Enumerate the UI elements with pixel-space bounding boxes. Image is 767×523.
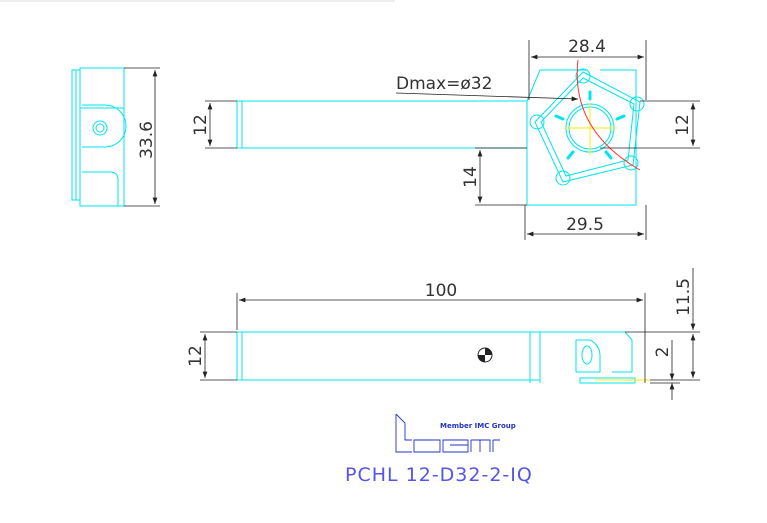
dim-front-shank: 12 (186, 345, 206, 367)
dim-shank-left: 12 (191, 114, 211, 136)
logo-tagline: Member IMC Group (440, 422, 516, 430)
front-view: 100 12 11.5 2 (186, 268, 700, 400)
part-number: PCHL 12-D32-2-IQ (345, 464, 533, 486)
dim-overall: 11.5 (674, 278, 694, 316)
dmax-arc (576, 59, 641, 171)
top-view: 28.4 12 12 14 29.5 Dmax=ø32 (191, 37, 700, 240)
dim-shank-right: 12 (673, 114, 693, 136)
iscar-logo: Member IMC Group (395, 413, 516, 453)
dim-depth: 2 (653, 347, 673, 358)
dim-offset: 14 (461, 166, 481, 188)
dim-head-width: 28.4 (568, 37, 606, 57)
dmax-label: Dmax=ø32 (396, 74, 492, 94)
dim-head-base: 29.5 (566, 215, 604, 235)
dim-side-height: 33.6 (137, 121, 157, 159)
side-view: 33.6 (71, 67, 160, 207)
dim-length: 100 (425, 281, 457, 301)
